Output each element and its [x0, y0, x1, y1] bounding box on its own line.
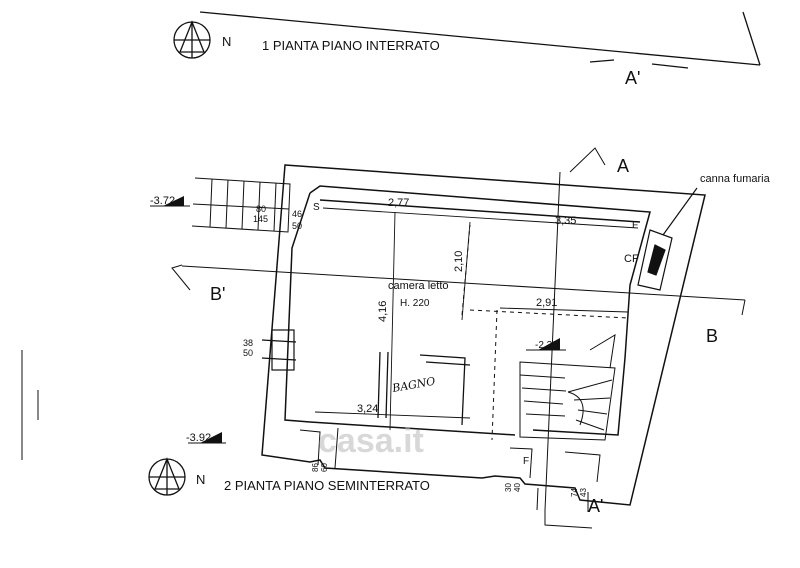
north-arrow-lower-icon [148, 457, 186, 496]
margin-marks [21, 350, 39, 460]
left-wall-detail [261, 329, 297, 371]
dimension-416: 4,16 [377, 301, 389, 322]
north-label-lower: N [196, 472, 205, 487]
plan-title-interrato: 1 PIANTA PIANO INTERRATO [262, 38, 440, 53]
bathroom-walls [377, 351, 471, 426]
dimension-210: 2,10 [453, 251, 465, 272]
side-dim-50: 50 [243, 348, 253, 358]
canna-fumaria-label: canna fumaria [700, 173, 771, 185]
stair-s-label: S [313, 202, 320, 213]
room-name: camera letto [388, 280, 449, 292]
dimension-335: 3,35 [555, 215, 576, 227]
room-height: H. 220 [400, 298, 430, 309]
north-label: N [222, 34, 231, 49]
side-dim-38: 38 [243, 338, 253, 348]
staircase [519, 334, 616, 441]
cf-label: CF [624, 253, 639, 265]
section-label-b: B [706, 326, 718, 346]
level-lower: -3.92 [186, 432, 211, 444]
section-label-a-prime-bottom: A' [588, 496, 603, 516]
dashed-partitions [461, 224, 629, 441]
f-label-top: F [632, 220, 638, 231]
level-marker-upper-icon [150, 196, 190, 207]
dimension-291: 2,91 [536, 297, 557, 309]
exterior-steps-lower [299, 427, 601, 512]
chimney [637, 187, 698, 291]
building-walls [261, 164, 706, 506]
section-label-a: A [617, 156, 629, 176]
f-label-bottom: F [523, 456, 529, 467]
bottom-dim-60: 60 [320, 463, 329, 472]
level-upper: -3.72 [150, 195, 175, 207]
level-stair: -2.30 [535, 340, 558, 351]
window-dim-80: 80 [256, 204, 266, 214]
level-marker-stair-icon [526, 338, 566, 351]
bottom-dim-30: 30 [504, 483, 513, 492]
section-label-a-prime-top: A' [625, 68, 640, 88]
bathroom-label: BAGNO [390, 375, 436, 396]
bottom-dim-40: 40 [513, 483, 522, 492]
plan-title-seminterrato: 2 PIANTA PIANO SEMINTERRATO [224, 478, 430, 493]
dimension-lines [314, 207, 639, 431]
watermark: casa.it [318, 422, 424, 460]
bottom-dim-43: 43 [579, 488, 588, 497]
window-dim-145: 145 [253, 214, 268, 224]
level-marker-lower-icon [188, 432, 226, 444]
dimension-277: 2,77 [388, 197, 409, 209]
north-arrow-icon [173, 20, 211, 59]
section-label-b-prime: B' [210, 284, 225, 304]
exterior-steps-upper [191, 177, 291, 233]
bottom-dim-74: 74 [570, 488, 579, 497]
door-dim-50: 50 [292, 221, 302, 231]
door-dim-46: 46 [292, 209, 302, 219]
dimension-324: 3,24 [357, 403, 378, 415]
bottom-dim-86: 86 [311, 463, 320, 472]
upper-plan-fragment [199, 11, 761, 69]
